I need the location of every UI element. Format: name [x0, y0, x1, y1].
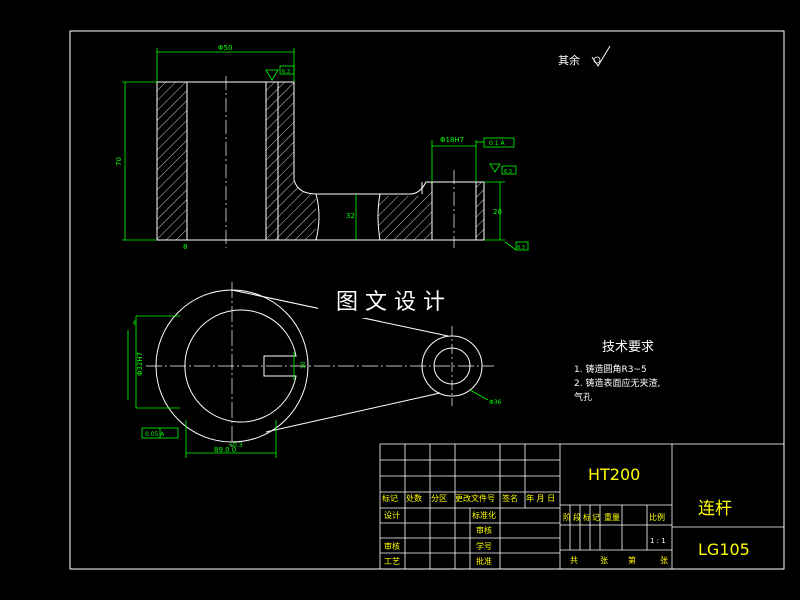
big-end-bore	[184, 309, 297, 423]
dim-bottom-label: 8	[183, 243, 187, 251]
drawing-number: LG105	[698, 540, 750, 559]
rev-sign: 签名	[502, 493, 518, 503]
dim-slot-height: 32	[346, 212, 355, 220]
dim-boss-height: 20	[493, 208, 502, 216]
dim-total-height: 70	[115, 157, 123, 166]
stage-3: 标	[583, 512, 591, 522]
watermark: 图 文 设 计	[336, 290, 445, 315]
sheets-unit-1: 张	[600, 556, 608, 565]
sheets-unit-2: 张	[660, 556, 668, 565]
rev-date: 年 月 日	[526, 493, 555, 503]
dim-center-distance: 89.0 0	[214, 446, 236, 454]
arm-lower	[265, 392, 441, 433]
part-name: 连杆	[698, 499, 732, 519]
sheets-total: 共	[570, 556, 578, 565]
tech-req-line2: 2. 铸造表面应无夹渣,	[574, 377, 660, 389]
rev-count: 处数	[406, 493, 422, 503]
tech-req-title: 技术要求	[602, 340, 654, 355]
roughness-boss: 6.3	[504, 169, 512, 175]
tech-req-line1: 1. 铸造圆角R3~5	[574, 363, 647, 375]
approve-label: 批准	[476, 556, 492, 566]
section-view	[156, 76, 485, 248]
sheets-no: 第	[628, 555, 636, 565]
rev-zone: 分区	[431, 494, 447, 503]
scale-value: 1 : 1	[650, 537, 666, 545]
dim-small-end: Φ36	[489, 399, 502, 406]
section-outline	[156, 81, 485, 241]
hatch-left-wall	[156, 81, 188, 241]
stage-4: 记	[592, 513, 600, 522]
review-label: 审核	[384, 541, 400, 551]
dim-center-tol: +0.3	[228, 442, 243, 449]
section-dimensions	[122, 48, 529, 251]
rev-doc: 更改文件号	[455, 493, 495, 503]
plan-dimensions	[127, 315, 489, 458]
stage-2: 段	[573, 512, 581, 522]
hatch-boss-right	[476, 182, 484, 240]
dim-boss-hole: Φ18H7	[440, 136, 464, 144]
material: HT200	[588, 465, 640, 484]
weight-label: 重量	[604, 512, 620, 522]
hatch-arm	[278, 82, 316, 240]
geo-tolerance-top: 0.1 A	[489, 140, 505, 147]
tech-req-line3: 气孔	[574, 391, 592, 403]
scale-label: 比例	[649, 512, 665, 522]
roughness-top: 6.3	[282, 69, 290, 75]
roughness-symbol-icon	[591, 45, 611, 67]
design-label: 设计	[384, 510, 400, 520]
standardize-label: 标准化	[472, 510, 496, 520]
audit-label: 审核	[476, 525, 492, 535]
hatch-right-wall	[266, 82, 278, 240]
roughness-side: 6.3	[517, 245, 525, 251]
geo-tolerance-bottom: 0.05 A	[145, 431, 165, 438]
title-block	[379, 443, 785, 570]
dim-top-width: Φ50	[218, 44, 232, 52]
roughness-note: 其余	[558, 53, 580, 67]
hatch-boss	[378, 182, 432, 240]
dim-key-width: 10	[300, 361, 307, 369]
dim-left-small: 6	[133, 320, 137, 327]
process-label: 工艺	[384, 557, 400, 566]
dim-big-bore: Φ32H7	[136, 352, 144, 376]
student-no-label: 学号	[476, 541, 492, 551]
rev-mark: 标记	[382, 493, 398, 503]
watermark-box	[318, 284, 482, 318]
stage-1: 阶	[563, 512, 571, 522]
